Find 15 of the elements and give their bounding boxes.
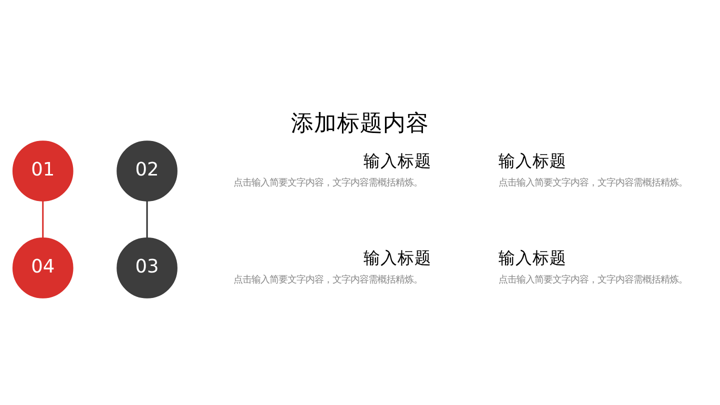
label: 点击输入简要文字内容，文字内容需概括精炼。 bbox=[498, 274, 688, 286]
node-circle: 01 bbox=[12, 140, 74, 201]
label: 输入标题 bbox=[498, 248, 567, 268]
label: 输入标题 bbox=[498, 151, 567, 170]
connector bbox=[42, 200, 44, 238]
node-circle: 03 bbox=[116, 237, 178, 298]
label: 输入标题 bbox=[364, 151, 432, 170]
label: 点击输入简要文字内容，文字内容需概括精炼。 bbox=[234, 177, 423, 188]
diagram-title: 添加标题内容 bbox=[291, 110, 429, 136]
node-circle: 02 bbox=[116, 140, 178, 201]
node-circle: 04 bbox=[12, 237, 74, 298]
label: 点击输入简要文字内容，文字内容需概括精炼。 bbox=[234, 274, 423, 286]
label: 点击输入简要文字内容，文字内容需概括精炼。 bbox=[498, 177, 688, 188]
connector bbox=[146, 200, 148, 238]
label: 输入标题 bbox=[364, 248, 432, 268]
